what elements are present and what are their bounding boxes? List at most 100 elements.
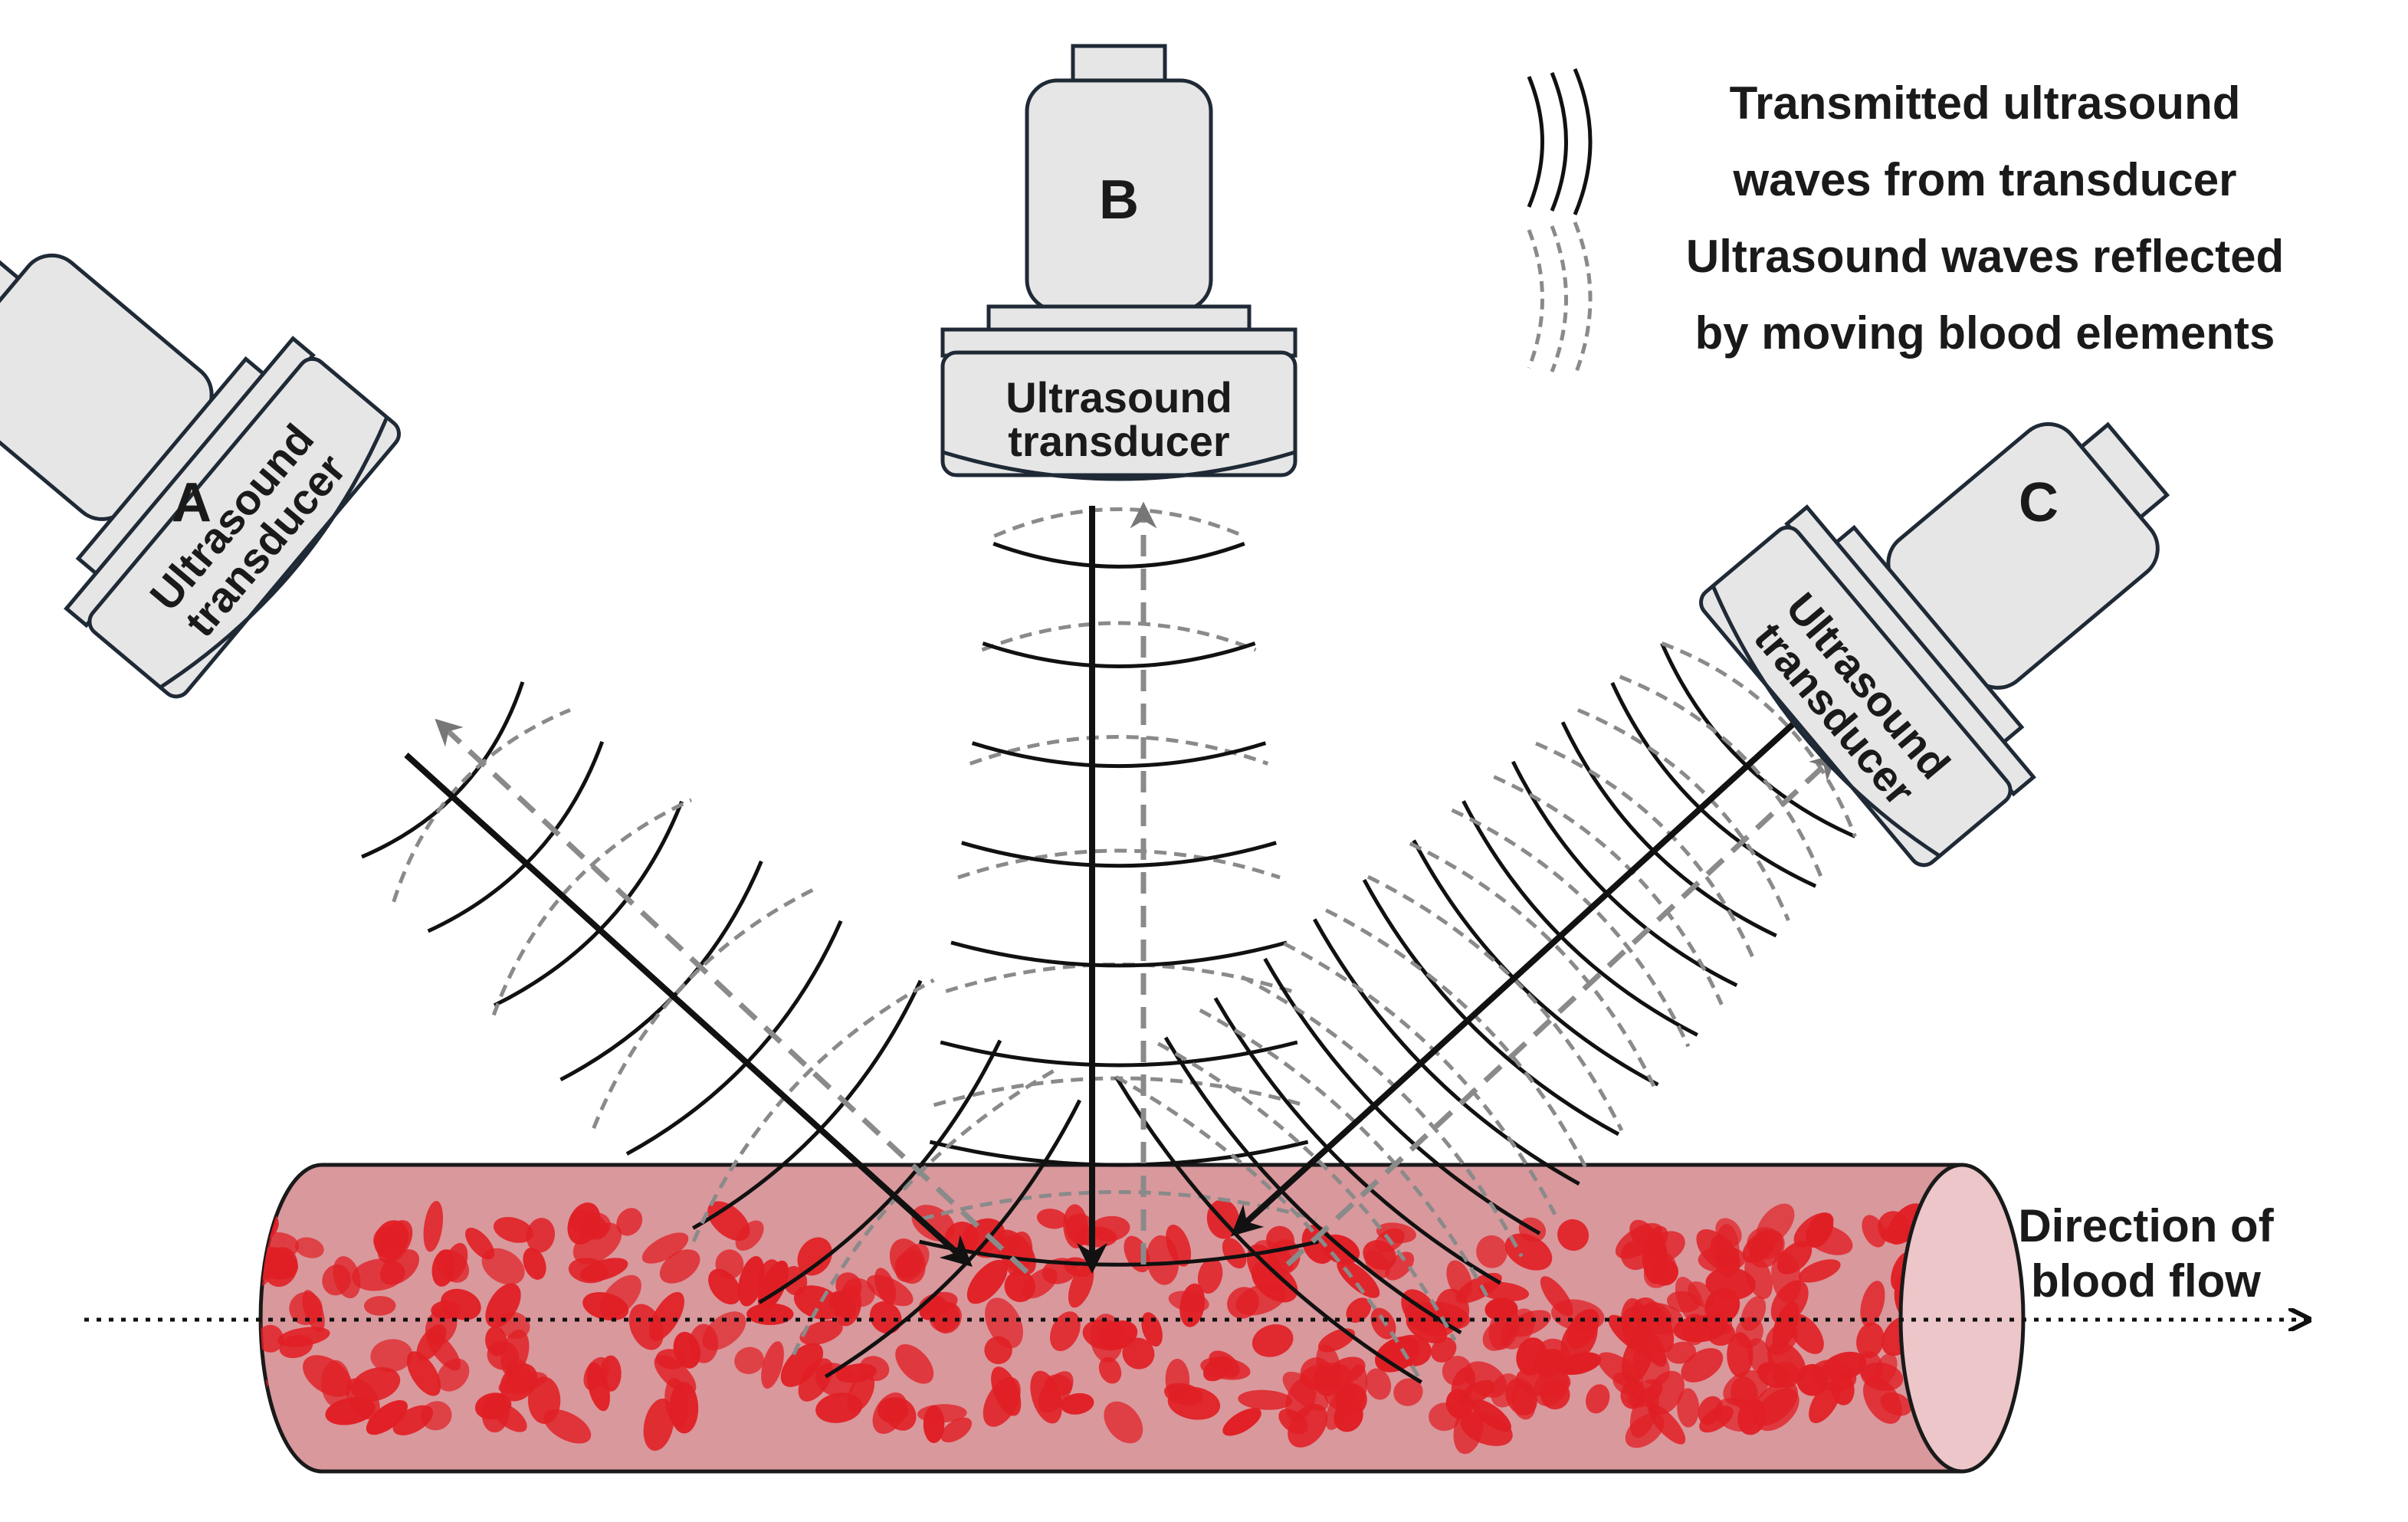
blood-cell [261,1324,284,1353]
blood-cell [1365,1368,1392,1400]
blood-cell [431,1249,456,1287]
transmitted-wave [1660,642,1856,838]
transmitted-wave [1163,1036,1462,1335]
blood-cell [641,1232,689,1264]
blood-cell [996,1229,1036,1275]
transmitted-wave [982,641,1256,668]
blood-cell [572,1222,622,1265]
legend-transmitted-line1: Transmitted ultrasound [1730,77,2241,129]
transmitted-wave [929,1140,1309,1167]
blood-cell [523,1247,546,1280]
reflected-wave [491,798,693,1016]
blood-vessel [225,1163,2026,1474]
blood-cell [815,1363,855,1397]
reflected-wave [1576,708,1790,922]
blood-cell [1282,1371,1329,1412]
blood-cell [1179,1283,1206,1327]
blood-cell [1715,1218,1742,1247]
reflected-wave [1661,641,1857,838]
blood-cell [1772,1362,1800,1389]
reflected-wave [392,708,571,903]
blood-cell [869,1301,902,1334]
transmitted-wave [427,740,605,933]
blood-cell [1536,1338,1570,1369]
reflected-wave [1325,908,1590,1173]
blood-cell [1004,1270,1036,1303]
reflected-wave [1115,1075,1423,1383]
blood-cell [984,1336,1012,1365]
blood-cell [1082,1319,1130,1351]
blood-cell [884,1397,917,1431]
blood-cell [1476,1235,1507,1268]
blood-cell [1557,1219,1589,1251]
blood-cell [1222,1238,1247,1269]
blood-cell [1478,1281,1530,1301]
blood-cell [1076,1226,1117,1248]
blood-cell [1393,1378,1423,1406]
blood-cell [991,1366,1022,1416]
transmitted-wave [992,542,1245,569]
blood-cell [874,1268,897,1305]
reflected-wave [1619,674,1824,880]
blood-cell [1471,1399,1511,1432]
blood-cell [616,1208,643,1236]
blood-cell [715,1249,744,1279]
blood-cell [1621,1330,1654,1384]
blood-cell [793,1285,842,1320]
blood-cell [1036,1209,1068,1229]
blood-cell [1504,1233,1553,1271]
beam-arrows [404,501,1838,1274]
reflected-wave [1366,874,1624,1132]
blood-cell [780,1343,824,1387]
blood-cell [416,1324,447,1361]
blood-cell [738,1255,765,1307]
blood-cell [1756,1203,1795,1245]
reflected-wave [1241,975,1524,1258]
blood-cell [1798,1259,1841,1283]
blood-cell [481,1248,525,1285]
blood-cell [374,1220,409,1258]
transmitted-wave [950,940,1288,968]
blood-cell [600,1355,622,1392]
blood-cell [689,1324,719,1363]
blood-cell [655,1349,687,1369]
blood-cell [225,1396,265,1437]
transmitted-wave [1313,918,1580,1186]
blood-cell [303,1355,353,1397]
blood-cell [1511,1383,1536,1420]
blood-cell [1703,1311,1733,1335]
blood-cell [923,1406,945,1443]
blood-cell [1860,1281,1885,1327]
reflected-wave [981,621,1257,652]
blood-cell [1863,1376,1902,1424]
blood-cell [1045,1374,1073,1396]
blood-cell [379,1249,420,1285]
transmitted-wave [1560,721,1777,938]
blood-cell [1550,1299,1605,1331]
blood-cell [423,1200,444,1252]
legend-reflected-line2: by moving blood elements [1695,307,2275,359]
blood-cell [1696,1229,1740,1274]
reflected-beam-arrow-c [1285,753,1838,1267]
reflected-wave [945,963,1293,993]
reflected-wave [1493,775,1724,1005]
blood-cell [1705,1267,1756,1301]
transducer-b-letter: B [1099,169,1139,231]
blood-cell [1645,1225,1668,1253]
blood-cell [889,1238,926,1284]
reflected-wave [592,888,814,1130]
blood-cell [1806,1224,1853,1255]
blood-cell [895,1343,934,1384]
transducer-b-label-line2: transducer [1008,417,1229,465]
transmitted-wave [1114,1076,1422,1384]
transducer-a: Ultrasound transducer [0,253,401,699]
ultrasound-waves [361,507,1857,1384]
blood-cell [734,1347,764,1375]
transmitted-wave [1610,681,1817,888]
blood-cell [1068,1263,1094,1308]
blood-cell [1316,1344,1341,1383]
blood-cell [1222,1408,1261,1436]
reflected-wave [1535,741,1757,963]
blood-cell [1322,1375,1353,1411]
